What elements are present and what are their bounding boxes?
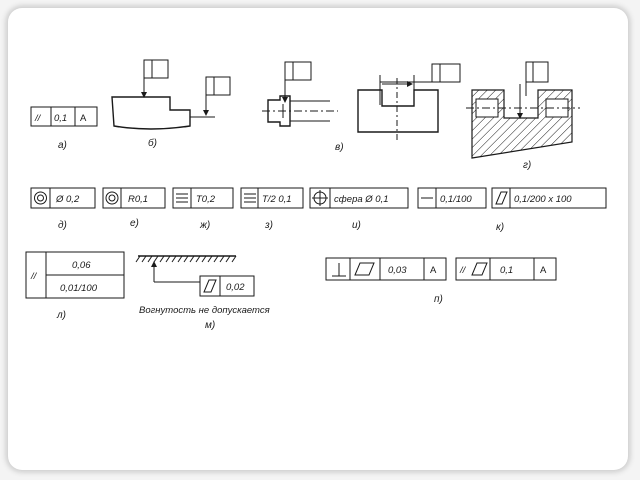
figure-b: б) — [111, 59, 231, 149]
figure-k-value1: 0,1/100 — [440, 194, 472, 205]
figure-z-value: T/2 0,1 — [262, 194, 292, 205]
figure-k-letter: к) — [496, 222, 504, 233]
figure-m-letter: м) — [205, 320, 215, 331]
frame-a — [30, 106, 98, 127]
figure-zh-letter: ж) — [199, 220, 210, 231]
frame-a-value: 0,1 — [54, 113, 67, 124]
figure-n: 0,03 A // 0,1 A п) — [325, 257, 557, 305]
figure-slot — [357, 63, 461, 140]
figure-n-value2: 0,1 — [500, 265, 513, 276]
figure-m-value: 0,02 — [226, 282, 245, 293]
figure-l-top: 0,06 — [72, 260, 91, 271]
figure-g-letter: г) — [523, 160, 531, 171]
figure-v-letter: в) — [335, 142, 344, 153]
figure-n-letter: п) — [434, 294, 443, 305]
figure-b-letter: б) — [148, 137, 157, 149]
figure-i-value: сфера Ø 0,1 — [334, 194, 389, 205]
frame-a-datum: A — [80, 113, 87, 124]
figure-i: сфера Ø 0,1 и) — [309, 187, 409, 231]
figure-l: // 0,06 0,01/100 л) — [25, 251, 125, 321]
figure-zh-value: T0,2 — [196, 194, 216, 205]
figure-d-value: Ø 0,2 — [55, 194, 80, 205]
figure-n-datum2: A — [540, 265, 547, 276]
figure-l-symbol: // — [30, 271, 38, 282]
figure-v: в) — [262, 61, 344, 153]
figure-z: T/2 0,1 з) — [240, 187, 304, 231]
figure-m: 0,02 Вогнутость не допускается м) — [135, 255, 270, 331]
figure-d: Ø 0,2 д) — [30, 187, 96, 231]
figure-m-caption: Вогнутость не допускается — [139, 305, 270, 316]
figure-k: 0,1/100 0,1/200 x 100 к) — [417, 187, 607, 233]
figure-g: г) — [466, 61, 580, 171]
figure-e-letter: е) — [130, 218, 139, 229]
figure-i-letter: и) — [352, 220, 361, 231]
slide-card — [8, 8, 628, 470]
figure-a-letter: а) — [58, 140, 67, 151]
figure-a: // 0,1 A а) — [30, 106, 98, 151]
figure-n-symbol2: // — [459, 265, 467, 276]
figure-e-value: R0,1 — [128, 194, 148, 205]
figure-l-letter: л) — [56, 310, 66, 321]
figure-n-datum1: A — [430, 265, 437, 276]
figure-n-value1: 0,03 — [388, 265, 407, 276]
figure-l-bottom: 0,01/100 — [60, 283, 98, 294]
figure-z-letter: з) — [264, 220, 273, 231]
figure-d-letter: д) — [58, 220, 67, 231]
frame-a-symbol: // — [34, 113, 42, 124]
figure-zh: T0,2 ж) — [172, 187, 234, 231]
figure-k-value2: 0,1/200 x 100 — [514, 194, 572, 205]
figure-e: R0,1 е) — [102, 187, 166, 229]
